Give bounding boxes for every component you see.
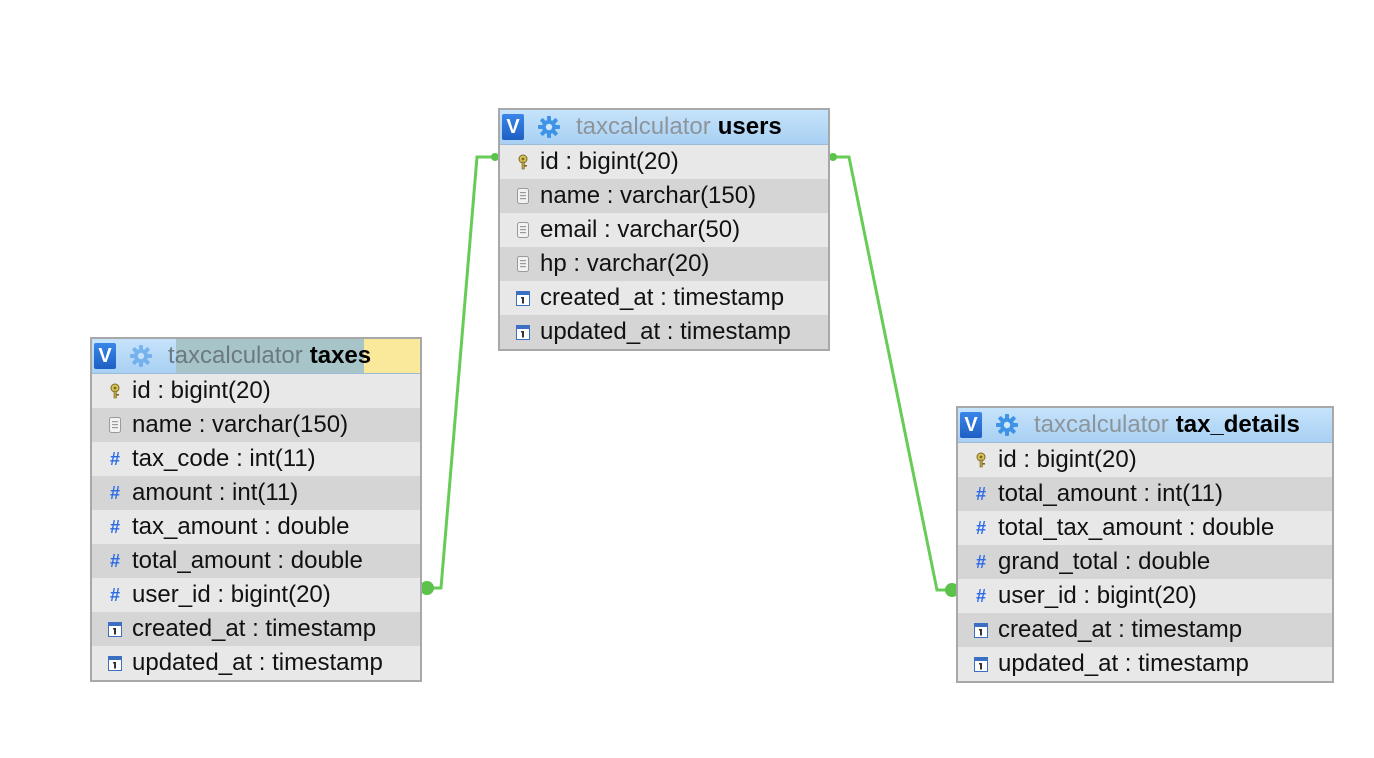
text-field-icon [516, 255, 530, 273]
column-list: id : bigint(20) name : varchar(150) email … [500, 145, 828, 349]
column-label: created_at : timestamp [540, 284, 785, 311]
text-field-icon [516, 221, 530, 239]
table-row[interactable]: created_at : timestamp [958, 613, 1332, 647]
key-icon [516, 153, 530, 171]
table-row[interactable]: created_at : timestamp [92, 612, 420, 646]
number-icon: # [975, 551, 986, 572]
table-row[interactable]: name : varchar(150) [500, 179, 828, 213]
text-field-icon [108, 416, 122, 434]
column-label: id : bigint(20) [132, 377, 271, 404]
column-label: tax_amount : double [132, 513, 350, 540]
table-row[interactable]: # total_amount : int(11) [958, 477, 1332, 511]
table-row[interactable]: id : bigint(20) [500, 145, 828, 179]
table-name: taxes [309, 342, 372, 369]
table-row[interactable]: updated_at : timestamp [500, 315, 828, 349]
date-icon [516, 289, 530, 307]
database-name: taxcalculator [576, 113, 711, 140]
number-icon: # [975, 585, 986, 606]
column-label: grand_total : double [998, 548, 1211, 575]
number-icon: # [109, 550, 120, 571]
number-icon: # [975, 517, 986, 538]
relation-taxdetails-users [829, 153, 959, 597]
table-name: tax_details [1175, 411, 1300, 438]
table-row[interactable]: id : bigint(20) [92, 374, 420, 408]
key-icon [974, 451, 988, 469]
column-label: hp : varchar(20) [540, 250, 710, 277]
column-label: updated_at : timestamp [540, 318, 791, 345]
column-label: tax_code : int(11) [132, 445, 316, 472]
table-row[interactable]: # tax_code : int(11) [92, 442, 420, 476]
table-header[interactable]: V taxcalculator taxes [92, 339, 420, 374]
database-name: taxcalculator [1034, 411, 1169, 438]
table-row[interactable]: # user_id : bigint(20) [92, 578, 420, 612]
column-label: total_amount : int(11) [998, 480, 1224, 507]
column-list: id : bigint(20) # total_amount : int(11) # t… [958, 443, 1332, 681]
column-label: amount : int(11) [132, 479, 299, 506]
table-row[interactable]: # tax_amount : double [92, 510, 420, 544]
column-label: name : varchar(150) [540, 182, 757, 209]
text-field-icon [516, 187, 530, 205]
toggle-columns-button[interactable]: V [502, 114, 524, 140]
table-header[interactable]: V taxcalculator users [500, 110, 828, 145]
column-label: updated_at : timestamp [132, 649, 383, 676]
column-label: email : varchar(50) [540, 216, 741, 243]
number-icon: # [975, 483, 986, 504]
relation-taxes-users [420, 153, 499, 595]
number-icon: # [109, 516, 120, 537]
column-label: total_amount : double [132, 547, 363, 574]
date-icon [516, 323, 530, 341]
table-row[interactable]: hp : varchar(20) [500, 247, 828, 281]
date-icon [974, 621, 988, 639]
column-label: user_id : bigint(20) [998, 582, 1197, 609]
table-row[interactable]: # grand_total : double [958, 545, 1332, 579]
table-row[interactable]: name : varchar(150) [92, 408, 420, 442]
column-label: updated_at : timestamp [998, 650, 1249, 677]
date-icon [974, 655, 988, 673]
gear-icon[interactable] [536, 114, 562, 140]
number-icon: # [109, 584, 120, 605]
date-icon [108, 620, 122, 638]
table-row[interactable]: # total_tax_amount : double [958, 511, 1332, 545]
column-list: id : bigint(20) name : varchar(150) # tax_c… [92, 374, 420, 680]
table-row[interactable]: # total_amount : double [92, 544, 420, 578]
date-icon [108, 654, 122, 672]
gear-icon[interactable] [994, 412, 1020, 438]
key-icon [108, 382, 122, 400]
table-row[interactable]: updated_at : timestamp [92, 646, 420, 680]
column-label: created_at : timestamp [998, 616, 1243, 643]
number-icon: # [109, 482, 120, 503]
number-icon: # [109, 448, 120, 469]
table-users[interactable]: V taxcalculator users id : bigint(20) nam… [498, 108, 830, 351]
table-name: users [717, 113, 782, 140]
table-row[interactable]: created_at : timestamp [500, 281, 828, 315]
database-name: taxcalculator [168, 342, 303, 369]
table-taxes[interactable]: V taxcalculator taxes id : bigint(20) nam… [90, 337, 422, 682]
column-label: total_tax_amount : double [998, 514, 1275, 541]
column-label: user_id : bigint(20) [132, 581, 331, 608]
table-row[interactable]: # amount : int(11) [92, 476, 420, 510]
column-label: name : varchar(150) [132, 411, 349, 438]
toggle-columns-button[interactable]: V [94, 343, 116, 369]
table-row[interactable]: id : bigint(20) [958, 443, 1332, 477]
column-label: created_at : timestamp [132, 615, 377, 642]
table-header[interactable]: V taxcalculator tax_details [958, 408, 1332, 443]
column-label: id : bigint(20) [540, 148, 679, 175]
column-label: id : bigint(20) [998, 446, 1137, 473]
gear-icon[interactable] [128, 343, 154, 369]
toggle-columns-button[interactable]: V [960, 412, 982, 438]
table-row[interactable]: email : varchar(50) [500, 213, 828, 247]
table-row[interactable]: updated_at : timestamp [958, 647, 1332, 681]
table-row[interactable]: # user_id : bigint(20) [958, 579, 1332, 613]
table-tax-details[interactable]: V taxcalculator tax_details id : bigint(… [956, 406, 1334, 683]
